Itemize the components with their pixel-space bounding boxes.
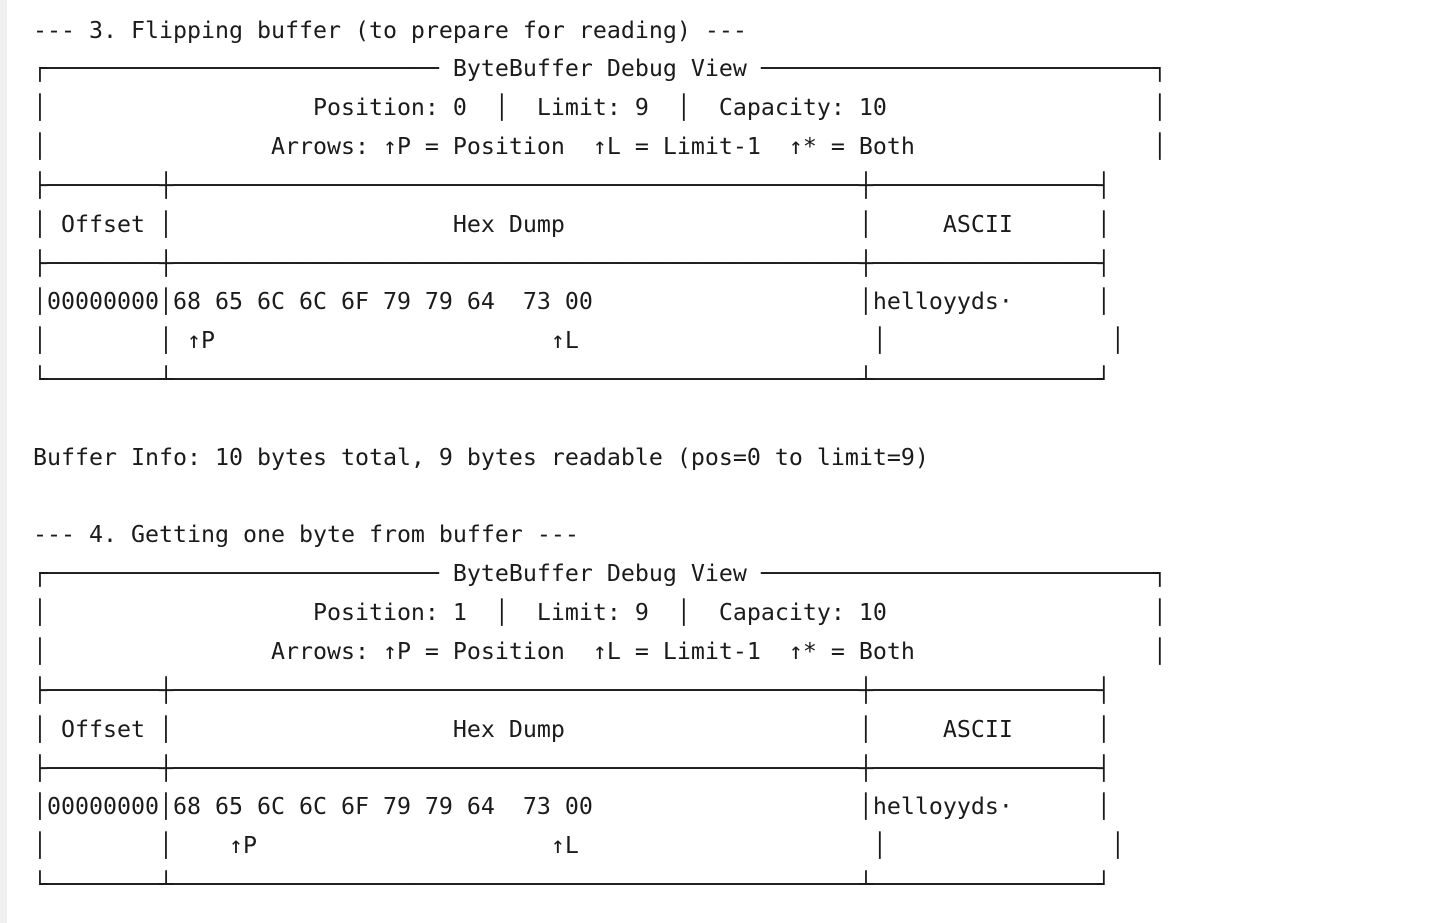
bytebuffer-debug-view-box-2: ┌──────────────────────────── ByteBuffer… [33, 560, 1167, 899]
section-4-heading: --- 4. Getting one byte from buffer --- [33, 521, 579, 549]
left-gutter-strip [0, 0, 7, 923]
terminal-output: --- 3. Flipping buffer (to prepare for r… [33, 12, 1167, 905]
bytebuffer-debug-view-box-1: ┌──────────────────────────── ByteBuffer… [33, 55, 1167, 394]
section-3-heading: --- 3. Flipping buffer (to prepare for r… [33, 16, 747, 44]
buffer-info-line: Buffer Info: 10 bytes total, 9 bytes rea… [33, 443, 929, 471]
